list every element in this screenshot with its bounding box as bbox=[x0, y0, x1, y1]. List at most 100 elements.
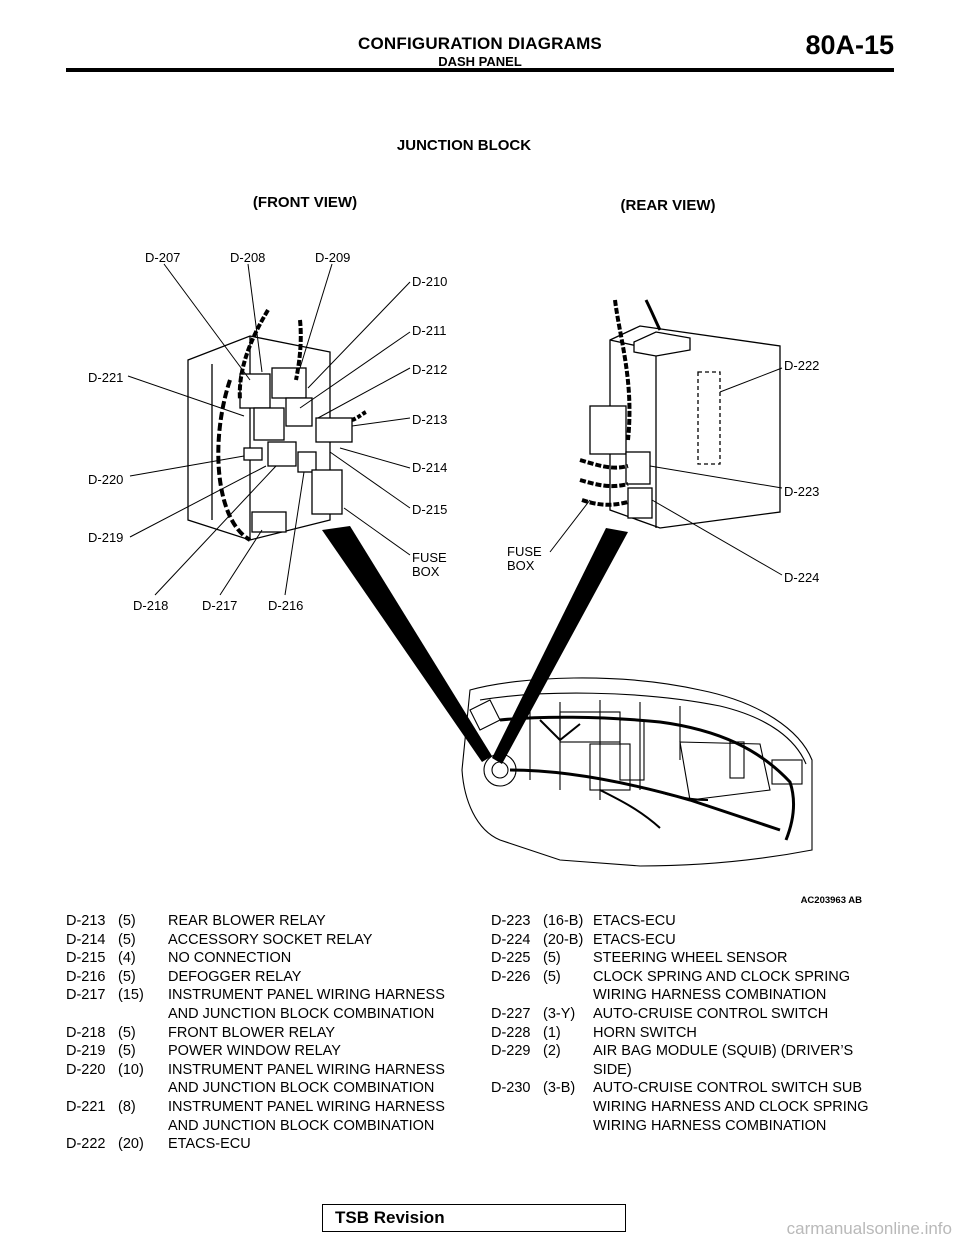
connector-row: AND JUNCTION BLOCK COMBINATION bbox=[66, 1005, 476, 1024]
connector-code bbox=[66, 1117, 118, 1136]
connector-code: D-221 bbox=[66, 1098, 106, 1115]
connector-row: AND JUNCTION BLOCK COMBINATION bbox=[66, 1117, 476, 1136]
connector-row: D-223(16-B)ETACS-ECU bbox=[491, 912, 901, 931]
rear-leader-lines bbox=[549, 367, 783, 576]
page-subtitle: DASH PANEL bbox=[438, 54, 522, 69]
connector-description: INSTRUMENT PANEL WIRING HARNESS bbox=[168, 1098, 445, 1115]
connector-description: SIDE) bbox=[593, 1061, 632, 1078]
connector-description: ETACS-ECU bbox=[168, 1136, 251, 1153]
label-fuse-2: FUSE bbox=[507, 544, 542, 559]
connector-row: D-225(5)STEERING WHEEL SENSOR bbox=[491, 949, 901, 968]
connector-code: D-218 bbox=[66, 1024, 106, 1041]
connector-pins bbox=[543, 986, 593, 1005]
connector-pins: (8) bbox=[118, 1098, 136, 1115]
connector-pins: (3-B) bbox=[543, 1080, 576, 1097]
connector-description: WIRING HARNESS COMBINATION bbox=[593, 987, 827, 1004]
connector-pins: (10) bbox=[118, 1061, 144, 1078]
label-d223: D-223 bbox=[784, 484, 819, 499]
connector-row: D-221 (8) INSTRUMENT PANEL WIRING HARNESS bbox=[66, 1098, 476, 1117]
dash-panel-illustration bbox=[461, 677, 813, 867]
connector-pins: (3-Y) bbox=[543, 1005, 576, 1022]
label-d218: D-218 bbox=[133, 598, 168, 613]
label-d216: D-216 bbox=[268, 598, 303, 613]
connector-row: D-227 (3-Y) AUTO-CRUISE CONTROL SWITCH bbox=[491, 1005, 901, 1024]
connector-pins: (1) bbox=[543, 1024, 561, 1041]
connector-pins: (5) bbox=[118, 913, 136, 929]
front-junction-block bbox=[187, 308, 367, 542]
connector-description: STEERING WHEEL SENSOR bbox=[593, 950, 788, 967]
label-fuse-1: FUSE bbox=[412, 550, 447, 565]
label-d215: D-215 bbox=[412, 502, 447, 517]
connector-code: D-228 bbox=[491, 1024, 531, 1041]
section-code: 80A-15 bbox=[805, 30, 894, 60]
connector-pins: (5) bbox=[118, 1043, 136, 1060]
header-rule bbox=[66, 68, 894, 72]
label-d224: D-224 bbox=[784, 570, 819, 585]
connector-pins: (20-B) bbox=[543, 931, 584, 948]
connector-description: DEFOGGER RELAY bbox=[168, 968, 302, 985]
diagram-title: JUNCTION BLOCK bbox=[397, 137, 531, 154]
connector-description: POWER WINDOW RELAY bbox=[168, 1043, 341, 1060]
connector-pins bbox=[118, 1079, 168, 1098]
connector-description: NO CONNECTION bbox=[168, 950, 292, 967]
connector-description: WIRING HARNESS COMBINATION bbox=[593, 1117, 827, 1134]
connector-row: D-229 (2) AIR BAG MODULE (SQUIB) (DRIVER’S bbox=[491, 1042, 901, 1061]
connector-description: AND JUNCTION BLOCK COMBINATION bbox=[168, 1005, 435, 1022]
connector-pins: (20) bbox=[118, 1136, 144, 1153]
page-title: CONFIGURATION DIAGRAMS bbox=[358, 34, 602, 53]
connector-row: D-222 (20) ETACS-ECU bbox=[66, 1135, 476, 1154]
connector-row: D-226(5)CLOCK SPRING AND CLOCK SPRING bbox=[491, 968, 901, 987]
connector-code: D-215 bbox=[66, 950, 106, 967]
label-d207: D-207 bbox=[145, 250, 180, 265]
connector-pins: (5) bbox=[543, 968, 561, 985]
connector-row: AND JUNCTION BLOCK COMBINATION bbox=[66, 1079, 476, 1098]
connector-code: D-223 bbox=[491, 913, 531, 929]
label-d209: D-209 bbox=[315, 250, 350, 265]
connector-description: REAR BLOWER RELAY bbox=[168, 913, 326, 929]
label-d214: D-214 bbox=[412, 460, 447, 475]
connector-pins bbox=[543, 1061, 593, 1080]
connector-pins: (5) bbox=[118, 931, 136, 948]
connector-description: INSTRUMENT PANEL WIRING HARNESS bbox=[168, 1061, 445, 1078]
connector-description: WIRING HARNESS AND CLOCK SPRING bbox=[593, 1098, 869, 1115]
connector-code: D-230 bbox=[491, 1080, 531, 1097]
connector-row: D-228 (1) HORN SWITCH bbox=[491, 1024, 901, 1043]
connector-description: AUTO-CRUISE CONTROL SWITCH bbox=[593, 1005, 829, 1022]
connector-description: AUTO-CRUISE CONTROL SWITCH SUB bbox=[593, 1080, 863, 1097]
connector-row: WIRING HARNESS COMBINATION bbox=[491, 986, 901, 1005]
tsb-revision-box: TSB Revision bbox=[322, 1204, 626, 1232]
connector-code: D-224 bbox=[491, 931, 531, 948]
connector-pins: (15) bbox=[118, 987, 144, 1004]
connector-pins bbox=[543, 1098, 593, 1117]
front-view-title: (FRONT VIEW) bbox=[253, 194, 357, 211]
rear-view-title: (REAR VIEW) bbox=[621, 197, 716, 214]
rear-junction-block bbox=[579, 299, 781, 529]
rear-pointer-wedge bbox=[492, 528, 628, 764]
connector-row: SIDE) bbox=[491, 1061, 901, 1080]
connector-description: INSTRUMENT PANEL WIRING HARNESS bbox=[168, 987, 445, 1004]
connector-description: ETACS-ECU bbox=[593, 931, 676, 948]
connector-code bbox=[491, 1098, 543, 1117]
connector-code: D-213 bbox=[66, 913, 106, 929]
connector-code bbox=[491, 1061, 543, 1080]
connector-row: D-216(5)DEFOGGER RELAY bbox=[66, 968, 476, 987]
connector-description: HORN SWITCH bbox=[593, 1024, 697, 1041]
connector-pins: (5) bbox=[543, 950, 561, 967]
label-d213: D-213 bbox=[412, 412, 447, 427]
label-d211: D-211 bbox=[412, 323, 446, 338]
label-box-2: BOX bbox=[507, 558, 535, 573]
watermark: carmanualsonline.info bbox=[786, 1219, 952, 1238]
label-d210: D-210 bbox=[412, 274, 447, 289]
label-d208: D-208 bbox=[230, 250, 265, 265]
label-d219: D-219 bbox=[88, 530, 123, 545]
connector-pins: (2) bbox=[543, 1043, 561, 1060]
connector-description: AIR BAG MODULE (SQUIB) (DRIVER’S bbox=[593, 1043, 854, 1060]
connector-code: D-227 bbox=[491, 1005, 531, 1022]
connector-code: D-222 bbox=[66, 1136, 106, 1153]
connector-description: ETACS-ECU bbox=[593, 913, 676, 929]
connector-code bbox=[491, 986, 543, 1005]
connector-code: D-229 bbox=[491, 1043, 531, 1060]
connector-row: D-224 (20-B) ETACS-ECU bbox=[491, 931, 901, 950]
connector-row: D-218(5)FRONT BLOWER RELAY bbox=[66, 1024, 476, 1043]
